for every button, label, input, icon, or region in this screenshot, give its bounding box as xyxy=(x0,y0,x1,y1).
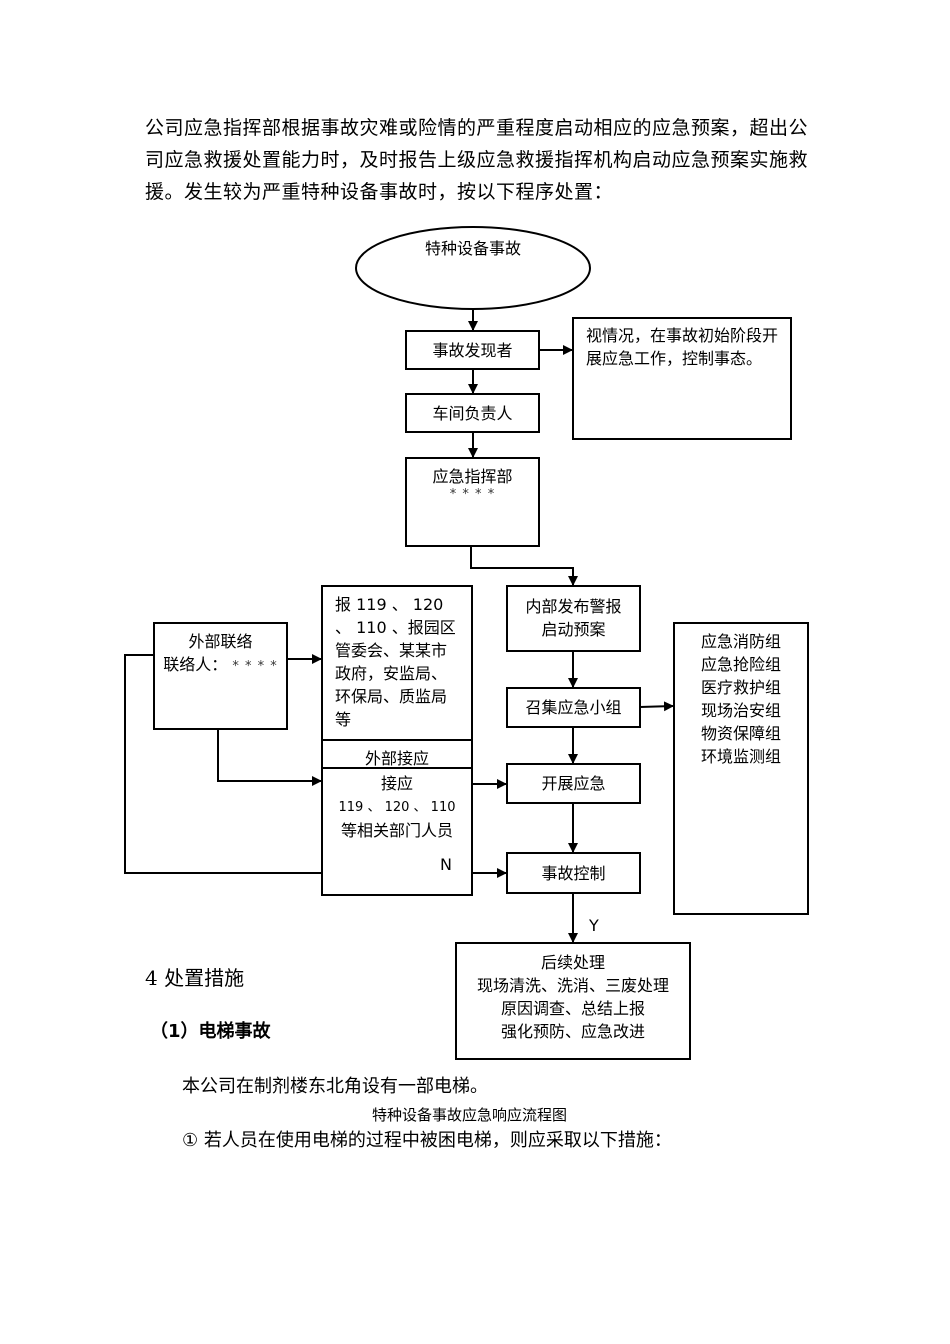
external-liaison-contact-row: 联络人： * * * * xyxy=(155,653,286,678)
followup-item: 现场清洗、洗消、三废处理 xyxy=(476,976,669,995)
workshop-head-box: 车间负责人 xyxy=(405,393,540,433)
measure-line: ① 若人员在使用电梯的过程中被困电梯，则应采取以下措施： xyxy=(182,1130,672,1151)
yes-branch-label: Y xyxy=(589,916,599,935)
subsection-heading: （1）电梯事故 xyxy=(150,1021,271,1042)
external-receive-people: 等相关部门人员 xyxy=(340,821,453,840)
external-receive-title: 外部接应 xyxy=(364,749,429,768)
group-item: 现场治安组 xyxy=(700,701,781,720)
discoverer-box: 事故发现者 xyxy=(405,330,540,370)
report-divider-2 xyxy=(321,767,473,769)
arrow-liaison-to-control xyxy=(124,654,507,878)
external-liaison-contact: * * * * xyxy=(232,659,278,674)
workshop-head-label: 车间负责人 xyxy=(432,404,513,423)
arrow-convene-to-groups xyxy=(639,701,674,712)
group-item: 环境监测组 xyxy=(700,747,781,766)
group-item: 应急抢险组 xyxy=(700,655,781,674)
followup-box: 后续处理 现场清洗、洗消、三废处理 原因调查、总结上报 强化预防、应急改进 xyxy=(455,942,691,1060)
command-box: 应急指挥部 * * * * xyxy=(405,457,540,547)
convene-label: 召集应急小组 xyxy=(525,698,622,717)
internal-alarm-box: 内部发布警报 启动预案 xyxy=(506,585,641,652)
intro-paragraph: 公司应急指挥部根据事故灾难或险情的严重程度启动相应的应急预案，超出公司应急救援处… xyxy=(145,117,809,203)
report-box-text: 报 119 、 120 、 110 、报园区管委会、某某市政府，安监局、环保局、… xyxy=(335,595,456,729)
discoverer-label: 事故发现者 xyxy=(432,341,513,360)
section-heading: 4 处置措施 xyxy=(145,966,245,990)
control-label: 事故控制 xyxy=(541,864,606,883)
start-node-label: 特种设备事故 xyxy=(424,239,521,258)
discoverer-note-text: 视情况，在事故初始阶段开展应急工作，控制事态。 xyxy=(586,326,779,368)
command-title: 应急指挥部 xyxy=(432,467,513,486)
body-line: 本公司在制剂楼东北角设有一部电梯。 xyxy=(182,1076,488,1097)
no-branch-label: N xyxy=(440,855,452,874)
followup-title: 后续处理 xyxy=(540,953,605,972)
arrow-command-to-alarm xyxy=(470,547,578,586)
command-contact: * * * * xyxy=(449,487,496,502)
convene-box: 召集应急小组 xyxy=(506,687,641,728)
followup-item: 原因调查、总结上报 xyxy=(500,999,645,1018)
discoverer-note-box: 视情况，在事故初始阶段开展应急工作，控制事态。 xyxy=(572,317,792,440)
flowchart-caption: 特种设备事故应急响应流程图 xyxy=(372,1106,568,1124)
internal-alarm-line-1: 内部发布警报 xyxy=(525,597,622,616)
group-item: 医疗救护组 xyxy=(700,678,781,697)
external-receive-numbers: 119 、 120 、 110 xyxy=(338,800,456,815)
group-item: 物资保障组 xyxy=(700,724,781,743)
launch-box: 开展应急 xyxy=(506,763,641,804)
followup-item: 强化预防、应急改进 xyxy=(500,1022,645,1041)
external-liaison-box: 外部联络 联络人： * * * * xyxy=(153,622,288,730)
external-liaison-contact-label: 联络人： xyxy=(163,655,228,674)
external-liaison-title: 外部联络 xyxy=(188,632,253,651)
external-receive-sub: 接应 xyxy=(380,774,413,793)
group-item: 应急消防组 xyxy=(700,632,781,651)
control-box: 事故控制 xyxy=(506,852,641,894)
launch-label: 开展应急 xyxy=(541,774,606,793)
internal-alarm-line-2: 启动预案 xyxy=(541,620,606,639)
groups-box: 应急消防组 应急抢险组 医疗救护组 现场治安组 物资保障组 环境监测组 xyxy=(673,622,809,915)
report-divider-1 xyxy=(321,739,473,741)
